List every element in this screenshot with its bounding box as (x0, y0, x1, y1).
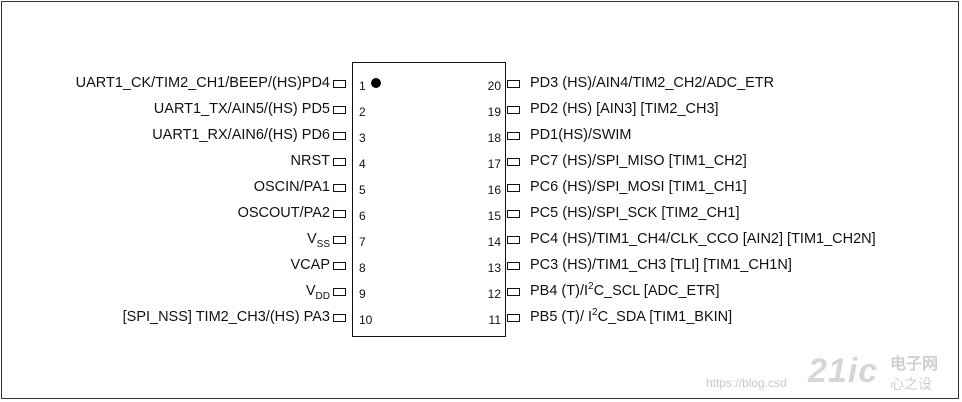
pin-number-16: 16 (487, 183, 501, 197)
pin-number-19: 19 (487, 105, 501, 119)
pin1-indicator-dot (371, 78, 381, 88)
pin-stub-6 (333, 210, 346, 218)
pin-label-text: PD3 (HS)/AIN4/TIM2_CH2/ADC_ETR (530, 75, 775, 91)
pin-stub-14 (507, 236, 520, 244)
pin-label-text: PB5 (T)/ I (530, 309, 593, 325)
pin-label-text: PD1(HS)/SWIM (530, 127, 632, 143)
pin-number-5: 5 (359, 183, 366, 197)
pin-label-superscript: 2 (592, 307, 598, 319)
pin-label-2: UART1_TX/AIN5/(HS) PD5 (154, 101, 330, 117)
pin-label-text: PD2 (HS) [AIN3] [TIM2_CH3] (530, 101, 719, 117)
pin-label-text: NRST (290, 153, 330, 169)
pin-label-13: PC3 (HS)/TIM1_CH3 [TLI] [TIM1_CH1N] (530, 257, 792, 273)
pin-number-8: 8 (359, 261, 366, 275)
pin-number-12: 12 (487, 287, 501, 301)
pin-label-text: UART1_CK/TIM2_CH1/BEEP/(HS)PD4 (75, 75, 330, 91)
pin-label-7: VSS (306, 231, 330, 250)
pin-label-19: PD2 (HS) [AIN3] [TIM2_CH3] (530, 101, 719, 117)
pin-label-15: PC5 (HS)/SPI_SCK [TIM2_CH1] (530, 205, 740, 221)
pin-number-2: 2 (359, 105, 366, 119)
pin-label-5: OSCIN/PA1 (254, 179, 330, 195)
pin-stub-16 (507, 184, 520, 192)
pin-label-text: UART1_RX/AIN6/(HS) PD6 (152, 127, 330, 143)
watermark-logo: 21ic (808, 352, 879, 390)
pin-label-superscript: 2 (588, 281, 594, 293)
pin-label-subscript: SS (316, 238, 330, 250)
watermark-cn-line2: 心之设 (890, 376, 932, 392)
pin-number-17: 17 (487, 157, 501, 171)
pin-label-text: PC6 (HS)/SPI_MOSI [TIM1_CH1] (530, 179, 747, 195)
pin-label-6: OSCOUT/PA2 (238, 205, 330, 221)
pin-label-text: OSCIN/PA1 (253, 179, 330, 195)
pin-stub-9 (333, 288, 346, 296)
pin-label-8: VCAP (291, 257, 331, 273)
pin-label-17: PC7 (HS)/SPI_MISO [TIM1_CH2] (530, 153, 747, 169)
pin-label-4: NRST (291, 153, 330, 169)
pin-label-text: V (305, 283, 316, 299)
pin-label-text: PC3 (HS)/TIM1_CH3 [TLI] [TIM1_CH1N] (530, 257, 792, 273)
pin-stub-13 (507, 262, 520, 270)
pin-label-text: PC7 (HS)/SPI_MISO [TIM1_CH2] (530, 153, 747, 169)
pin-stub-2 (333, 106, 346, 114)
pin-number-1: 1 (359, 79, 366, 93)
pin-stub-15 (507, 210, 520, 218)
pin-label-text-post: C_SDA [TIM1_BKIN] (597, 309, 733, 325)
pin-label-11: PB5 (T)/ I2C_SDA [TIM1_BKIN] (530, 307, 733, 325)
pin-label-subscript: DD (315, 290, 330, 302)
pin-number-13: 13 (487, 261, 501, 275)
watermark-url: https://blog.csd (706, 376, 787, 390)
pin-number-20: 20 (487, 79, 501, 93)
pin-stub-17 (507, 158, 520, 166)
pin-label-9: VDD (305, 283, 330, 302)
pin-number-10: 10 (359, 313, 373, 327)
pin-stub-4 (333, 158, 346, 166)
pin-stub-19 (507, 106, 520, 114)
pin-label-text-post: C_SCL [ADC_ETR] (593, 283, 720, 299)
pin-label-18: PD1(HS)/SWIM (530, 127, 632, 143)
pin-label-text: OSCOUT/PA2 (237, 205, 330, 221)
pin-label-text: [SPI_NSS] TIM2_CH3/(HS) PA3 (122, 309, 330, 325)
pin-number-4: 4 (359, 157, 366, 171)
pin-stub-8 (333, 262, 346, 270)
pin-stub-20 (507, 80, 520, 88)
pin-number-6: 6 (359, 209, 366, 223)
pin-number-18: 18 (487, 131, 501, 145)
pin-label-14: PC4 (HS)/TIM1_CH4/CLK_CCO [AIN2] [TIM1_C… (530, 231, 876, 247)
watermark-cn-line1: 电子网 (890, 356, 939, 373)
pin-number-14: 14 (487, 235, 501, 249)
pin-label-12: PB4 (T)/I2C_SCL [ADC_ETR] (530, 281, 720, 299)
pin-number-3: 3 (359, 131, 366, 145)
pin-label-20: PD3 (HS)/AIN4/TIM2_CH2/ADC_ETR (530, 75, 774, 91)
pin-number-11: 11 (488, 313, 501, 327)
pin-stub-5 (333, 184, 346, 192)
pin-label-16: PC6 (HS)/SPI_MOSI [TIM1_CH1] (530, 179, 747, 195)
pin-label-text: PB4 (T)/I (530, 283, 589, 299)
pin-stub-7 (333, 236, 346, 244)
pin-stub-11 (507, 314, 520, 322)
pin-label-text: UART1_TX/AIN5/(HS) PD5 (153, 101, 330, 117)
pin-stub-12 (507, 288, 520, 296)
pin-stub-10 (333, 314, 346, 322)
pin-stub-3 (333, 132, 346, 140)
pin-number-7: 7 (359, 235, 366, 249)
pin-label-10: [SPI_NSS] TIM2_CH3/(HS) PA3 (123, 309, 330, 325)
ic-package-body (352, 62, 506, 337)
pin-number-15: 15 (487, 209, 501, 223)
pin-stub-18 (507, 132, 520, 140)
pin-label-text: VCAP (290, 257, 331, 273)
pin-label-text: PC5 (HS)/SPI_SCK [TIM2_CH1] (530, 205, 740, 221)
pin-label-1: UART1_CK/TIM2_CH1/BEEP/(HS)PD4 (76, 75, 330, 91)
pin-label-3: UART1_RX/AIN6/(HS) PD6 (152, 127, 330, 143)
pin-number-9: 9 (359, 287, 366, 301)
pin-stub-1 (333, 80, 346, 88)
pin-label-text: V (306, 231, 317, 247)
pin-label-text: PC4 (HS)/TIM1_CH4/CLK_CCO [AIN2] [TIM1_C… (530, 231, 876, 247)
